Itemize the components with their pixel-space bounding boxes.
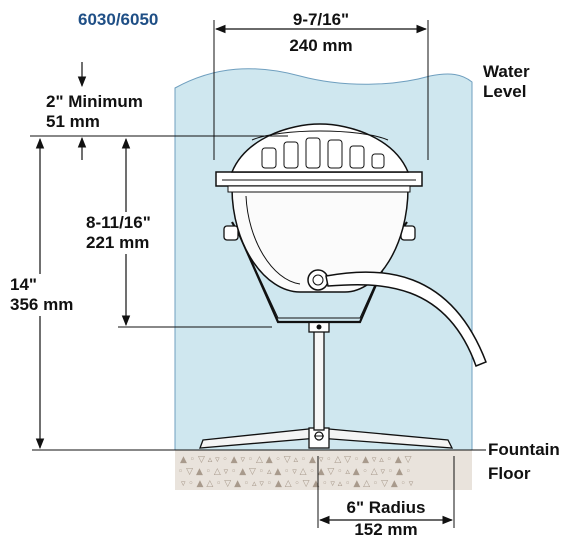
total-height-mm: 356 mm	[10, 295, 74, 314]
floor-texture: ▲ ◦ ▽ ▵ ▿ ◦ ▲ ▿ ◦ △ ▲ ◦ ▽ ▵ ◦ ▲ ▿ ◦ △ ▽ …	[178, 455, 414, 489]
width-mm: 240 mm	[289, 36, 353, 55]
water-level-label: Water Level	[483, 62, 530, 102]
radius-in: 6" Radius	[346, 498, 426, 517]
fountain-floor-label: Fountain Floor	[488, 440, 560, 484]
yoke-knob-left	[223, 225, 239, 241]
width-in: 9-7/16"	[292, 10, 350, 29]
min-depth-label: 2" Minimum 51 mm	[46, 92, 143, 132]
fixture-height-in: 8-11/16"	[86, 213, 151, 232]
svg-text:▿ ◦ ▲ △ ◦ ▽ ▲ ◦ ▵ ▿ ◦ ▲ △ ◦ ▽: ▿ ◦ ▲ △ ◦ ▽ ▲ ◦ ▵ ▿ ◦ ▲ △ ◦ ▽ ▲ ◦ ▿ ▵ ◦ …	[181, 479, 414, 489]
power-cord	[325, 271, 487, 367]
svg-text:▲ ◦ ▽ ▵ ▿ ◦ ▲ ▿ ◦ △ ▲ ◦ ▽ ▵ ◦: ▲ ◦ ▽ ▵ ▿ ◦ ▲ ▿ ◦ △ ▲ ◦ ▽ ▵ ◦ ▲ ▿ ◦ △ ▽ …	[180, 455, 412, 465]
width-dimension-label: 9-7/16" 240 mm	[256, 10, 386, 56]
water-level-line2: Level	[483, 82, 527, 101]
total-height-in: 14"	[10, 275, 37, 294]
fountain-floor-line2: Floor	[488, 464, 531, 483]
fixture-bowl	[231, 187, 409, 293]
support-stem	[313, 329, 325, 431]
total-height-label: 14" 356 mm	[8, 274, 76, 316]
fountain-floor-line1: Fountain	[488, 440, 560, 459]
fixture-rim	[215, 171, 423, 187]
model-label: 6030/6050	[78, 10, 159, 29]
radius-label: 6" Radius 152 mm	[320, 498, 452, 540]
fountain-floor	[175, 450, 472, 490]
min-depth-in: 2" Minimum	[46, 92, 143, 111]
extension-lines	[30, 20, 455, 528]
min-depth-mm: 51 mm	[46, 112, 100, 131]
fixture-height-mm: 221 mm	[86, 233, 150, 252]
grate-slots	[251, 130, 389, 169]
fixture-height-label: 8-11/16" 221 mm	[84, 212, 153, 254]
water-level-line1: Water	[483, 62, 530, 81]
cable-gland	[307, 269, 329, 291]
svg-text:◦ ▽ ▲ ◦ △ ▿ ◦ ▲ ▽ ◦ ▵ ▲ ◦ ▿ △: ◦ ▽ ▲ ◦ △ ▿ ◦ ▲ ▽ ◦ ▵ ▲ ◦ ▿ △ ◦ ▲ ▽ ◦ ▵ …	[178, 467, 411, 477]
radius-mm: 152 mm	[354, 520, 418, 539]
